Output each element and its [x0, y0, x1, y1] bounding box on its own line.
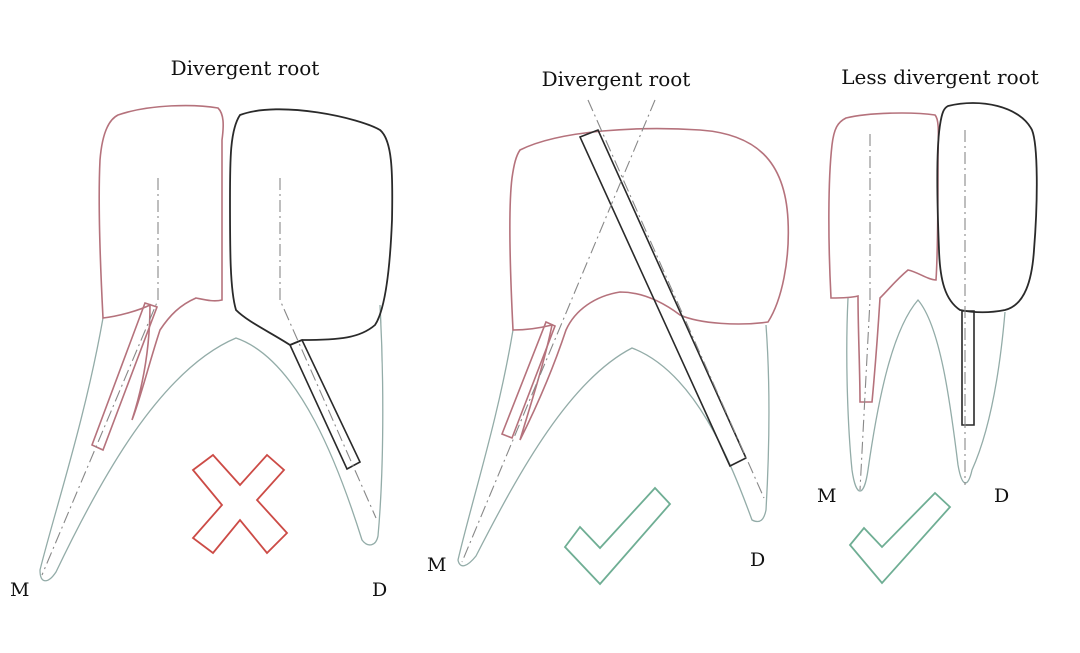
panel-right-distal-label: D: [994, 485, 1009, 507]
panel-middle-title: Divergent root: [542, 67, 691, 91]
panel-middle-distal-label: D: [750, 549, 765, 571]
panel-right-root-outline: [846, 297, 1006, 492]
panel-right-title: Less divergent root: [841, 65, 1039, 89]
panel-right-mesial-axis: [859, 134, 871, 491]
panel-right-distal-post: [961, 310, 975, 426]
panel-left: Divergent root M D: [10, 56, 394, 601]
panel-left-distal-axis: [279, 178, 377, 519]
panel-left-cross-icon: [191, 453, 289, 555]
panel-middle: Divergent root M D: [427, 67, 790, 586]
panel-left-title: Divergent root: [171, 56, 320, 80]
panel-left-distal-label: D: [372, 579, 387, 601]
panel-middle-mesial-label: M: [427, 554, 446, 576]
panel-middle-root-outline: [457, 324, 770, 567]
panel-middle-mesial-post: [500, 320, 557, 440]
panel-left-mesial-post: [90, 301, 159, 452]
panel-middle-check-icon: [563, 486, 672, 586]
panel-middle-mesial-axis: [461, 99, 656, 563]
panel-left-distal-post: [288, 338, 362, 471]
panel-right-mesial-crown: [828, 112, 940, 403]
panel-left-mesial-label: M: [10, 579, 29, 601]
panel-left-root-outline: [39, 304, 384, 582]
panel-left-mesial-crown: [98, 104, 224, 421]
panel-middle-distal-axis: [587, 99, 765, 499]
panel-right: Less divergent root M D: [817, 65, 1039, 585]
panel-left-distal-crown: [229, 108, 394, 347]
panel-middle-crown: [508, 127, 790, 441]
panel-left-mesial-axis: [41, 178, 159, 576]
panel-right-check-icon: [848, 491, 952, 585]
panel-right-distal-crown: [936, 102, 1038, 314]
panel-middle-long-post: [578, 128, 748, 468]
panel-right-mesial-label: M: [817, 485, 836, 507]
